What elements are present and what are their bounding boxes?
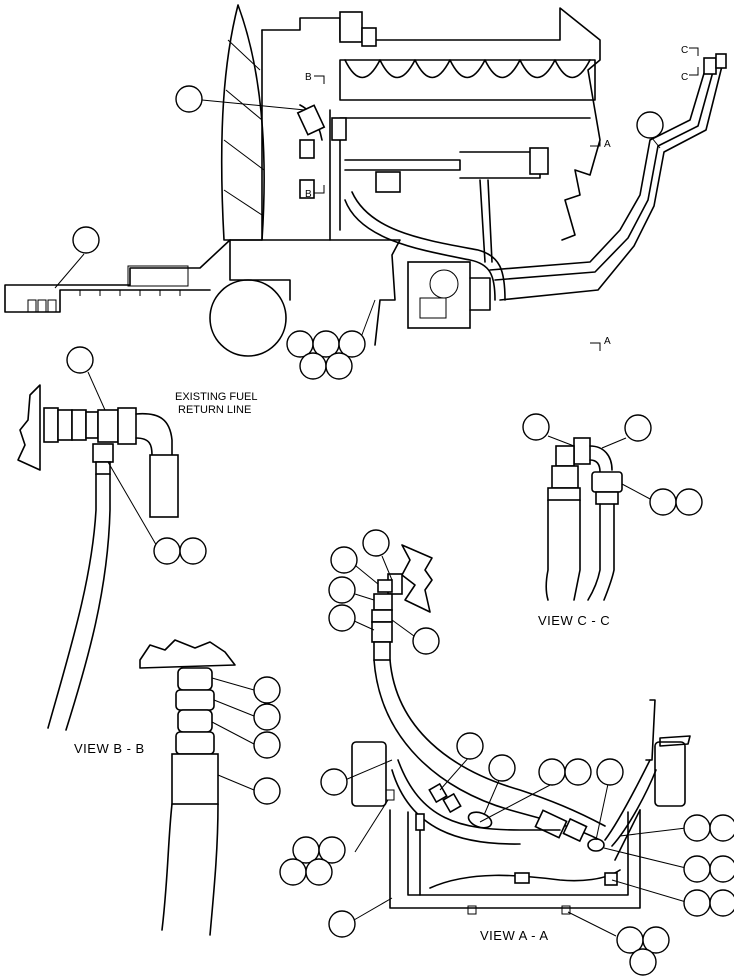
section-mark-a-top: A [604, 139, 611, 150]
view-aa-label: VIEW A - A [480, 928, 549, 943]
section-marks: B B C C A A [305, 45, 699, 351]
view-bb-fitting-stack [139, 639, 236, 936]
view-aa-callouts [279, 529, 734, 976]
section-mark-c-bottom: C [681, 72, 688, 83]
main-view-callouts [54, 85, 664, 380]
view-cc-detail [545, 437, 623, 601]
view-bb-label: VIEW B - B [74, 741, 145, 756]
section-mark-c-top: C [681, 45, 688, 56]
view-cc-callouts [522, 413, 703, 516]
view-bb-top-detail [17, 384, 179, 731]
view-bb-stack-callouts [211, 676, 281, 805]
callout-bubble [72, 226, 100, 254]
view-aa-detail [351, 544, 691, 915]
note-return-line: RETURN LINE [178, 404, 251, 416]
view-bb-top-callouts [66, 346, 207, 565]
section-mark-a-bottom: A [604, 336, 611, 347]
section-mark-b-bottom: B [305, 189, 312, 200]
engine-main-view [4, 4, 727, 357]
callout-bubble [175, 85, 203, 113]
note-existing-fuel: EXISTING FUEL [175, 391, 258, 403]
callout-bubble [636, 111, 664, 139]
view-cc-label: VIEW C - C [538, 613, 610, 628]
section-mark-b-top: B [305, 72, 312, 83]
